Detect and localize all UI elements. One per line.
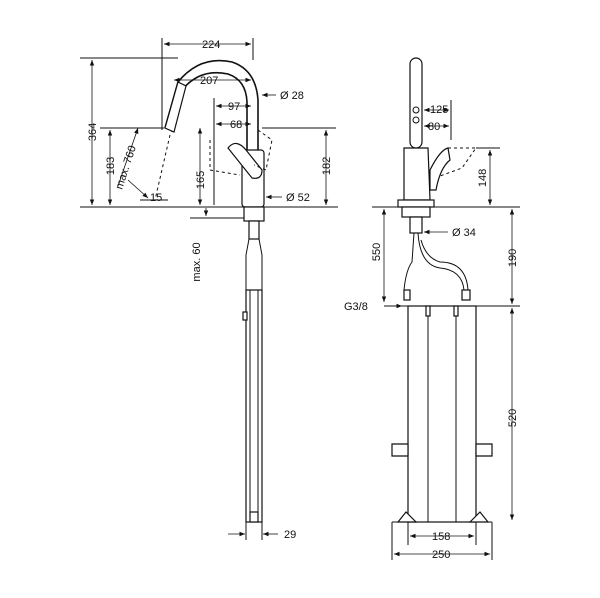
dim-68: 68 — [230, 119, 242, 131]
dim-364: 364 — [87, 123, 99, 141]
dim-182: 182 — [321, 157, 333, 175]
dim-15: 15 — [150, 192, 162, 204]
front-spout — [409, 57, 423, 149]
dim-dia-34: Ø 34 — [452, 227, 476, 239]
dim-190: 190 — [507, 249, 519, 267]
lever — [227, 142, 263, 179]
dim-max-60: max. 60 — [191, 242, 203, 281]
dim-148: 148 — [477, 169, 489, 187]
dim-125: 125 — [430, 104, 448, 116]
front-box — [407, 305, 477, 523]
spray-head — [164, 81, 187, 133]
hose-weight-tube — [245, 289, 263, 523]
dim-80: 80 — [428, 121, 440, 133]
dim-224: 224 — [202, 39, 220, 51]
dim-520: 520 — [507, 409, 519, 427]
side-view: 224 207 97 68 Ø 28 364 183 165 182 Ø 52 — [80, 38, 338, 541]
dim-97: 97 — [228, 101, 240, 113]
dim-250: 250 — [432, 549, 450, 561]
front-body — [403, 147, 431, 201]
dim-max-760: max. 760 — [113, 144, 138, 191]
front-view: 125 80 148 Ø 34 550 190 G3/8 520 158 — [344, 57, 520, 561]
dim-550: 550 — [371, 243, 383, 261]
dim-158: 158 — [432, 531, 450, 543]
dim-29: 29 — [284, 529, 296, 541]
spout — [164, 59, 259, 190]
dim-183: 183 — [105, 157, 117, 175]
dim-207: 207 — [200, 75, 218, 87]
dim-dia-28: Ø 28 — [280, 90, 304, 102]
dim-165: 165 — [195, 171, 207, 189]
dim-g38: G3/8 — [344, 301, 368, 313]
dim-dia-52: Ø 52 — [286, 192, 310, 204]
